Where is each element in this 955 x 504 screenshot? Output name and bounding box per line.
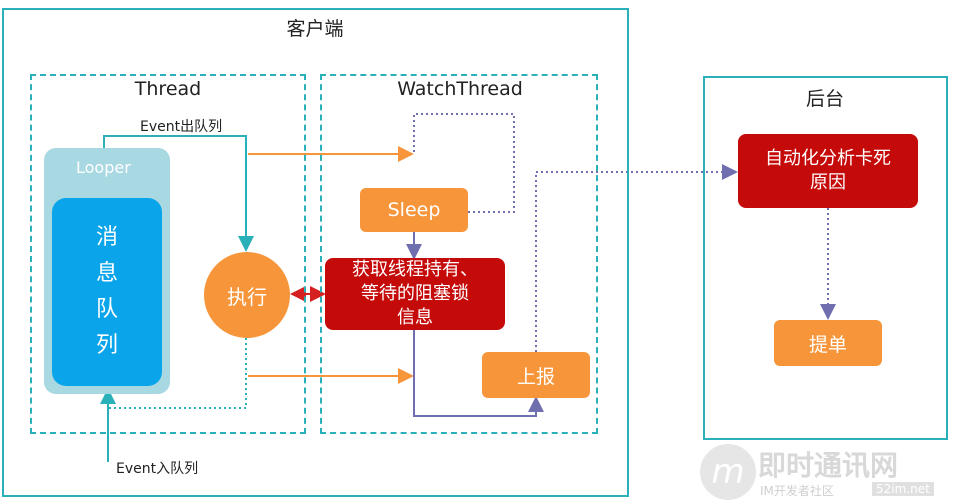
sleep-loop-dotted-line	[413, 113, 515, 213]
thread-title: Thread	[134, 78, 202, 100]
queue-char-4: 列	[95, 333, 118, 358]
auto-analyze-node: 自动化分析卡死 原因	[738, 134, 918, 208]
client-title: 客户端	[286, 18, 344, 40]
watermark-title: 即时通讯网	[758, 449, 899, 482]
report-to-backend-dotted-line	[535, 164, 738, 352]
event-enqueue-label: Event入队列	[116, 461, 199, 477]
client-frame	[2, 8, 629, 497]
collect-line-2: 等待的阻塞锁	[361, 283, 469, 304]
watermark-logo: m	[700, 444, 756, 500]
event-dequeue-label: Event出队列	[140, 119, 223, 135]
queue-char-2: 息	[95, 261, 118, 286]
backend-frame	[703, 76, 948, 440]
execute-node: 执行	[204, 252, 290, 338]
watermark-subtitle: IM开发者社区	[760, 484, 834, 498]
collect-line-1: 获取线程持有、	[352, 259, 478, 280]
queue-char-1: 消	[95, 225, 118, 250]
backend-title: 后台	[805, 88, 844, 110]
message-queue: 消 息 队 列	[52, 198, 162, 386]
ticket-node: 提单	[774, 320, 882, 366]
queue-char-3: 队	[95, 297, 118, 322]
collect-lock-info-node: 获取线程持有、 等待的阻塞锁 信息	[325, 258, 505, 330]
watchthread-title: WatchThread	[397, 78, 523, 100]
thread-box	[30, 74, 306, 434]
watchthread-box	[320, 74, 598, 434]
looper-label: Looper	[76, 158, 131, 177]
collect-to-report-arrow	[413, 330, 544, 417]
watermark-site: 52im.net	[872, 482, 934, 496]
sleep-node: Sleep	[360, 188, 468, 232]
analyze-line-1: 自动化分析卡死	[765, 148, 891, 169]
analyze-line-2: 原因	[810, 172, 846, 193]
requeue-dotted-line	[108, 338, 247, 409]
report-node: 上报	[482, 352, 590, 398]
collect-line-3: 信息	[397, 307, 433, 328]
